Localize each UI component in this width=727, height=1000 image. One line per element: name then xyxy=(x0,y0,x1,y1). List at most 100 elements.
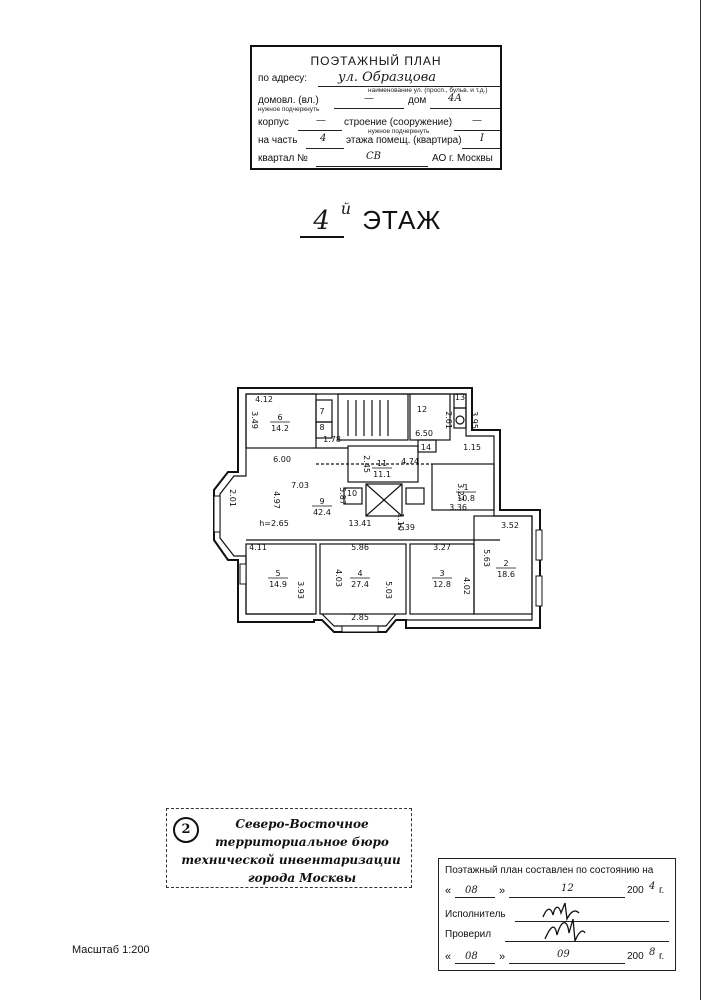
dimension-label: 4.74 xyxy=(401,457,419,466)
year-digit-1: 4 xyxy=(649,881,656,892)
state-label: Поэтажный план составлен по состоянию на xyxy=(445,865,654,876)
address-label: по адресу: xyxy=(258,73,308,84)
room-number-label: 1 xyxy=(463,483,468,492)
korpus-value: — xyxy=(316,115,326,126)
room-1-outline xyxy=(431,463,495,511)
room-area-label: 11.1 xyxy=(373,470,391,479)
room-5-outline xyxy=(245,543,317,615)
kvartal-row: квартал № СВ АО г. Москвы xyxy=(258,151,494,168)
stamp-number: 2 xyxy=(173,817,199,843)
room-number-label: 8 xyxy=(319,423,324,432)
floor-suffix: й xyxy=(340,199,352,218)
room-number-label: 5 xyxy=(275,569,280,578)
month-2: 09 xyxy=(557,949,570,960)
dimension-label: 4.03 xyxy=(334,569,343,587)
day-1: 08 xyxy=(465,885,478,896)
scan-edge-line xyxy=(700,0,701,1000)
room-number-label: 10 xyxy=(347,489,357,498)
dimension-label: 3.93 xyxy=(296,581,305,599)
stroenie-value: — xyxy=(472,115,482,126)
stamp-line-2: территориальное бюро xyxy=(215,835,389,849)
room-area-label: 27.4 xyxy=(351,580,369,589)
room-number-label: 7 xyxy=(319,407,324,416)
stamp-line-1: Северо-Восточное xyxy=(235,817,369,831)
dimension-label: 4.12 xyxy=(255,395,273,404)
dom-label: дом xyxy=(408,95,427,106)
dimension-label: 4.02 xyxy=(462,577,471,595)
scale-label: Масштаб 1:200 xyxy=(72,944,150,956)
room-2-outline xyxy=(473,515,533,615)
room-number-label: 6 xyxy=(277,413,282,422)
dimension-label: 3.27 xyxy=(433,543,451,552)
header-title: ПОЭТАЖНЫЙ ПЛАН xyxy=(310,54,442,68)
room-area-label: 18.6 xyxy=(497,570,515,579)
elevator-outline xyxy=(365,483,403,517)
room-area-label: 10.8 xyxy=(457,494,475,503)
executor-label: Исполнитель xyxy=(445,909,506,920)
room-area-label: 12.8 xyxy=(433,580,451,589)
room-number-label: 13 xyxy=(455,393,465,402)
stamp-line-4: города Москвы xyxy=(247,871,357,885)
street-note: наименование ул. (просп., бульв. и т.д.) xyxy=(368,87,488,94)
korpus-label: корпус xyxy=(258,117,289,128)
ao-label: АО г. Москвы xyxy=(432,153,493,164)
dimension-label: 1.15 xyxy=(463,443,481,452)
stroenie-label: строение (сооружение) xyxy=(344,117,453,128)
room-number-label: 9 xyxy=(319,497,324,506)
dimension-label: h=2.65 xyxy=(259,519,289,528)
floor-label: этажа помещ. (квартира) xyxy=(346,135,462,146)
room-number-label: 2 xyxy=(503,559,508,568)
underline-note-1: нужное подчеркнуть xyxy=(258,106,320,113)
part-row: на часть 4 этажа помещ. (квартира) I xyxy=(258,133,500,150)
dimension-label: 7.39 xyxy=(397,523,415,532)
korpus-row: корпус — строение (сооружение) — xyxy=(258,115,500,132)
checker-signature xyxy=(544,918,586,942)
floor-plan: 614.2942.4514.9427.4312.8218.6110.81111.… xyxy=(213,387,543,633)
room-number-label: 4 xyxy=(357,569,362,578)
date-row-1: « 08 » 12 200 4 г. xyxy=(445,881,665,898)
dimension-label: 5.03 xyxy=(384,581,393,599)
underline-note-2: нужное подчеркнуть xyxy=(368,128,430,135)
street-value: ул. Образцова xyxy=(338,70,437,85)
dom-value: 4А xyxy=(448,93,462,104)
dimension-label: 7.03 xyxy=(291,481,309,490)
floor-label-text: ЭТАЖ xyxy=(362,205,442,235)
domovl-row: домовл. (вл.) — дом 4А xyxy=(258,93,500,110)
room-number-label: 14 xyxy=(421,443,431,452)
checked-label: Проверил xyxy=(445,929,492,940)
stairs-outline xyxy=(337,393,409,441)
year-digit-2: 8 xyxy=(649,947,656,958)
dimension-label: 6.50 xyxy=(415,429,433,438)
dimension-label: 3.49 xyxy=(250,411,259,429)
date-row-2: « 08 » 09 200 8 г. xyxy=(445,947,665,964)
dimension-label: 1.10 xyxy=(396,513,405,531)
month-1: 12 xyxy=(561,883,574,894)
bti-stamp: 2 Северо-Восточное территориальное бюро … xyxy=(166,808,412,888)
year-prefix-2: 200 xyxy=(627,951,644,962)
year-prefix-1: 200 xyxy=(627,885,644,896)
executor-signature xyxy=(542,902,580,922)
dimension-label: 5.87 xyxy=(338,487,347,505)
kvartal-label: квартал № xyxy=(258,153,308,164)
dimension-label: 3.52 xyxy=(501,521,519,530)
domovl-value: — xyxy=(364,93,374,104)
address-row: по адресу: ул. Образцова xyxy=(258,70,500,88)
dimension-label: 3.27 xyxy=(456,483,465,501)
stamp-line-3: технической инвентаризации xyxy=(181,853,401,867)
room-area-label: 14.2 xyxy=(271,424,289,433)
dimension-label: 2.01 xyxy=(228,489,237,507)
dimension-label: 1.78 xyxy=(323,435,341,444)
dimension-label: 3.36 xyxy=(449,503,467,512)
dimension-label: 3.95 xyxy=(470,411,479,429)
room-4-outline xyxy=(319,543,407,615)
room-number-label: 12 xyxy=(417,405,427,414)
kvartal-value: СВ xyxy=(366,151,381,162)
part-value: 4 xyxy=(320,133,327,144)
checked-row: Проверил xyxy=(445,918,669,945)
dimension-label: 2.61 xyxy=(444,411,453,429)
room-area-label: 42.4 xyxy=(313,508,331,517)
dimension-label: 5.63 xyxy=(482,549,491,567)
room-area-label: 14.9 xyxy=(269,580,287,589)
